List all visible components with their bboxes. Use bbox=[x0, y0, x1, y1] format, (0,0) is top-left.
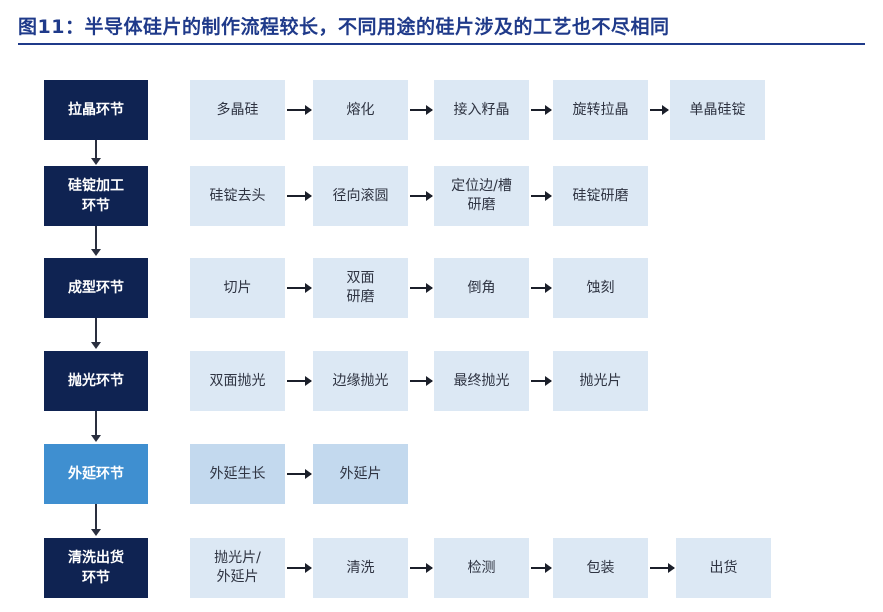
flow-arrow bbox=[650, 563, 675, 573]
flow-arrow bbox=[650, 105, 669, 115]
stage-cleaning-shipping: 清洗出货 环节 bbox=[44, 538, 148, 598]
title-underline bbox=[18, 43, 865, 45]
stage-polishing: 抛光环节 bbox=[44, 351, 148, 411]
step-packaging: 包装 bbox=[553, 538, 648, 598]
flow-arrow bbox=[410, 563, 433, 573]
flow-arrow bbox=[287, 469, 312, 479]
step-rotary-pulling: 旋转拉晶 bbox=[553, 80, 648, 140]
stage-crystal-pulling: 拉晶环节 bbox=[44, 80, 148, 140]
stage-connector-line bbox=[95, 504, 97, 529]
step-epitaxial-growth: 外延生长 bbox=[190, 444, 285, 504]
flow-arrow bbox=[410, 376, 433, 386]
stage-connector-arrowhead bbox=[91, 435, 101, 442]
flow-arrow bbox=[410, 105, 433, 115]
flow-arrow bbox=[410, 283, 433, 293]
step-double-side-lapping: 双面 研磨 bbox=[313, 258, 408, 318]
step-flat-notch-grinding: 定位边/槽 研磨 bbox=[434, 166, 529, 226]
step-melting: 熔化 bbox=[313, 80, 408, 140]
flow-arrow bbox=[531, 376, 552, 386]
flow-arrow bbox=[531, 191, 552, 201]
stage-shaping: 成型环节 bbox=[44, 258, 148, 318]
step-shipping: 出货 bbox=[676, 538, 771, 598]
step-final-polishing: 最终抛光 bbox=[434, 351, 529, 411]
flow-arrow bbox=[287, 191, 312, 201]
stage-connector-line bbox=[95, 140, 97, 158]
step-edge-polishing: 边缘抛光 bbox=[313, 351, 408, 411]
step-monocrystal-ingot: 单晶硅锭 bbox=[670, 80, 765, 140]
step-cleaning: 清洗 bbox=[313, 538, 408, 598]
flow-arrow bbox=[287, 105, 312, 115]
flow-arrow bbox=[531, 105, 552, 115]
stage-ingot-processing: 硅锭加工 环节 bbox=[44, 166, 148, 226]
step-seed-insertion: 接入籽晶 bbox=[434, 80, 529, 140]
step-double-side-polishing: 双面抛光 bbox=[190, 351, 285, 411]
step-etching: 蚀刻 bbox=[553, 258, 648, 318]
step-polysilicon: 多晶硅 bbox=[190, 80, 285, 140]
stage-connector-arrowhead bbox=[91, 249, 101, 256]
flow-arrow bbox=[531, 283, 552, 293]
step-epitaxial-wafer: 外延片 bbox=[313, 444, 408, 504]
stage-epitaxy: 外延环节 bbox=[44, 444, 148, 504]
step-inspection: 检测 bbox=[434, 538, 529, 598]
flow-arrow bbox=[287, 283, 312, 293]
stage-connector-arrowhead bbox=[91, 342, 101, 349]
flow-arrow bbox=[531, 563, 552, 573]
flow-arrow bbox=[287, 563, 312, 573]
step-ingot-cropping: 硅锭去头 bbox=[190, 166, 285, 226]
stage-connector-line bbox=[95, 318, 97, 342]
stage-connector-line bbox=[95, 411, 97, 435]
step-radial-grinding: 径向滚圆 bbox=[313, 166, 408, 226]
stage-connector-arrowhead bbox=[91, 158, 101, 165]
figure-title: 图11：半导体硅片的制作流程较长，不同用途的硅片涉及的工艺也不尽相同 bbox=[18, 16, 670, 38]
step-polished-wafer: 抛光片 bbox=[553, 351, 648, 411]
step-ingot-grinding: 硅锭研磨 bbox=[553, 166, 648, 226]
step-chamfering: 倒角 bbox=[434, 258, 529, 318]
flow-arrow bbox=[410, 191, 433, 201]
step-slicing: 切片 bbox=[190, 258, 285, 318]
stage-connector-arrowhead bbox=[91, 529, 101, 536]
flow-arrow bbox=[287, 376, 312, 386]
step-polished-or-epi-wafer: 抛光片/ 外延片 bbox=[190, 538, 285, 598]
stage-connector-line bbox=[95, 226, 97, 249]
